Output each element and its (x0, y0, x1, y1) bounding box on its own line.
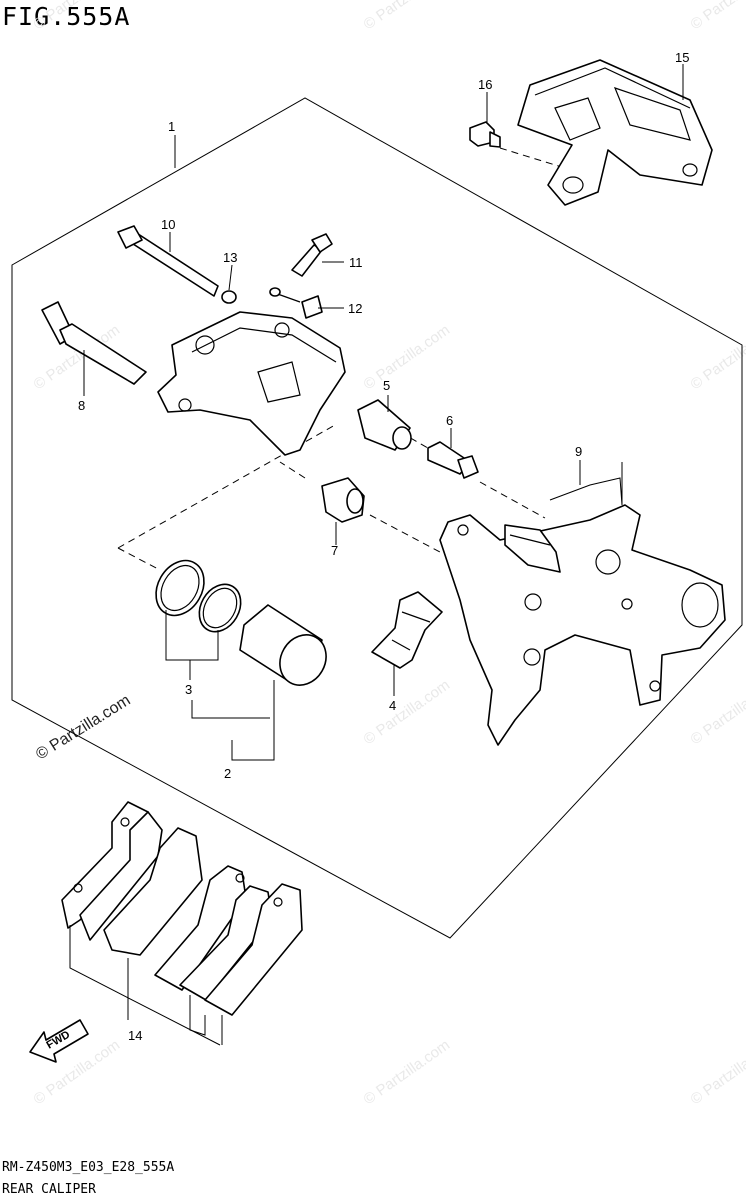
watermark-main: © Partzilla.com (33, 692, 133, 764)
callout-10: 10 (161, 217, 175, 232)
assembly-outline (11, 97, 743, 939)
leader-lines (69, 64, 684, 1046)
callout-6: 6 (446, 413, 453, 428)
part-7-boot (321, 477, 365, 523)
part-16-bolt (469, 121, 501, 148)
callout-7: 7 (331, 543, 338, 558)
part-2-piston (239, 604, 327, 686)
callout-13: 13 (223, 250, 237, 265)
callout-12: 12 (348, 301, 362, 316)
part-15-bracket (517, 59, 713, 206)
part-13-ring (221, 290, 237, 304)
callout-16: 16 (478, 77, 492, 92)
part-4-pad-spring (371, 591, 443, 669)
watermark: © Partzilla.com (688, 321, 746, 393)
part-12-cap (269, 287, 323, 319)
callout-8: 8 (78, 398, 85, 413)
part-10-pin (117, 225, 219, 297)
part-3-seal-inner (160, 564, 200, 612)
figure-title: FIG.555A (2, 2, 131, 31)
callout-2: 2 (224, 766, 231, 781)
part-8-slide-pin (41, 301, 147, 385)
figure-name: REAR CALIPER (2, 1182, 96, 1197)
watermark: © Partzilla.com (31, 0, 124, 33)
callout-5: 5 (383, 378, 390, 393)
part-6-pin-bolt (427, 441, 479, 479)
watermark: © Partzilla.com (688, 676, 746, 748)
guide-line (279, 461, 306, 479)
guide-line (499, 147, 566, 169)
guide-line (117, 547, 161, 571)
fwd-arrow: FWD (29, 1019, 89, 1063)
part-11-bleeder (291, 233, 333, 277)
part-14-brake-pads (61, 801, 303, 1016)
callout-1: 1 (168, 119, 175, 134)
callout-labels: 1 2 3 4 5 6 7 8 9 10 11 12 13 14 15 16 (78, 50, 689, 1043)
watermark: © Partzilla.com (361, 0, 454, 33)
figure-code: RM-Z450M3_E03_E28_555A (2, 1160, 175, 1175)
watermark: © Partzilla.com (361, 321, 454, 393)
watermark: © Partzilla.com (688, 1036, 746, 1108)
callout-9: 9 (575, 444, 582, 459)
callout-15: 15 (675, 50, 689, 65)
guide-line (369, 514, 456, 561)
watermark: © Partzilla.com (688, 0, 746, 33)
callout-4: 4 (389, 698, 396, 713)
callout-14: 14 (128, 1028, 142, 1043)
caliper-body (157, 311, 346, 456)
part-3-dust-seal-inner (202, 587, 238, 629)
callout-3: 3 (185, 682, 192, 697)
part-5-sleeve (357, 399, 412, 451)
guide-line (479, 481, 546, 519)
watermark: © Partzilla.com (361, 1036, 454, 1108)
part-9-bracket (439, 504, 726, 746)
watermark: © Partzilla.com (361, 676, 454, 748)
callout-11: 11 (349, 255, 363, 270)
